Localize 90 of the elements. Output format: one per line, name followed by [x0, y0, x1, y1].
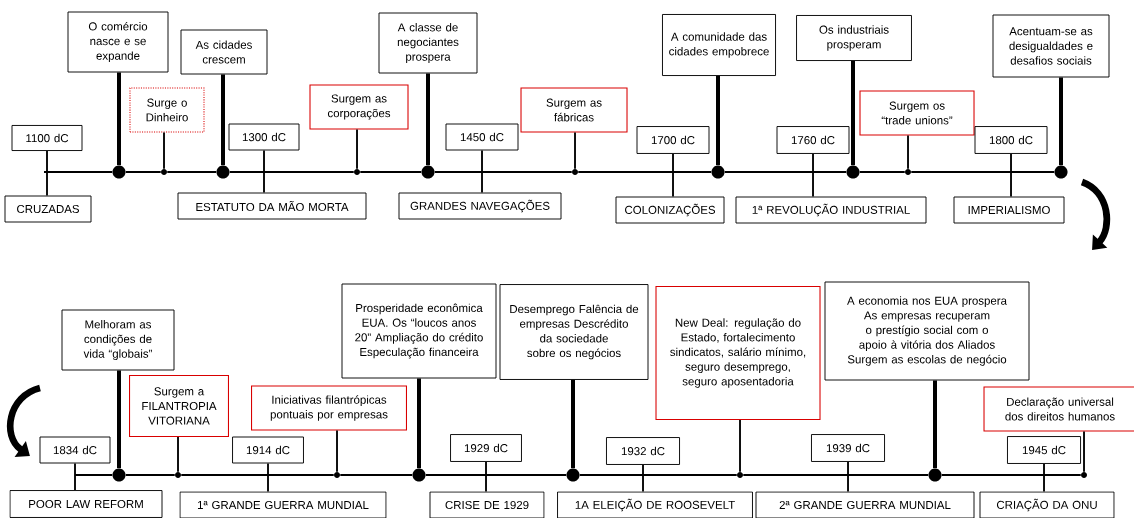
event-label-box: IMPERIALISMO	[953, 196, 1065, 224]
milestone-box: Desemprego Falência de empresas Descrédito da sociedade sobre os negócios	[499, 284, 649, 380]
connector-line	[933, 380, 937, 469]
timeline-line	[434, 170, 572, 174]
milestone-box: Acentuam-se as desigualdades e desafios sociais	[992, 14, 1110, 78]
highlight-box: Surgem a FILANTROPIA VITORIANA	[129, 374, 229, 438]
connector-line	[267, 462, 269, 493]
highlight-box: Iniciativas filantrópicas pontuais por empresas	[251, 385, 407, 431]
date-label-box: 1100 dC	[11, 125, 83, 151]
event-label-box: 1A ELEIÇÃO DE ROOSEVELT	[557, 491, 753, 518]
timeline-line	[44, 170, 113, 174]
event-label-box: 1ª REVOLUÇÃO INDUSTRIAL	[735, 196, 927, 224]
timeline-line	[360, 170, 422, 174]
timeline-line	[75, 473, 113, 477]
connector-line	[1083, 430, 1085, 473]
connector-line	[739, 419, 741, 473]
connector-line	[574, 131, 576, 170]
connector-line	[716, 76, 720, 166]
event-label-box: COLONIZAÇÕES	[615, 196, 725, 224]
highlight-box: Surgem os “trade unions”	[859, 90, 975, 136]
date-label-box: 1700 dC	[636, 126, 710, 154]
connector-line	[1059, 77, 1063, 166]
milestone-box: A comunidade das cidades empobrece	[662, 14, 776, 76]
date-label-box: 1300 dC	[228, 123, 300, 151]
timeline-line	[941, 473, 1081, 477]
connector-line	[481, 149, 483, 194]
date-label-box: 1760 dC	[776, 126, 850, 154]
connector-line	[426, 73, 430, 166]
connector-line	[812, 153, 814, 198]
highlight-box: Surge o Dinheiro	[129, 87, 205, 133]
connector-line	[263, 149, 265, 194]
connector-line	[571, 379, 575, 469]
timeline-line	[229, 170, 354, 174]
timeline-line	[724, 170, 847, 174]
timeline-line	[743, 473, 929, 477]
connector-line	[336, 429, 338, 473]
connector-line	[163, 131, 165, 170]
timeline-line	[125, 170, 161, 174]
connector-line	[907, 134, 909, 170]
connector-line	[847, 461, 849, 493]
connector-line	[46, 150, 48, 197]
event-label-box: ESTATUTO DA MÃO MORTA	[177, 192, 367, 220]
event-label-box: GRANDES NAVEGAÇÕES	[398, 192, 562, 220]
timeline-line	[578, 170, 712, 174]
timeline-line	[340, 473, 413, 477]
timeline-line	[181, 473, 334, 477]
timeline-line	[911, 170, 1055, 174]
event-label-box: 2ª GRANDE GUERRA MUNDIAL	[755, 491, 975, 518]
date-label-box: 1932 dC	[606, 437, 680, 465]
date-label-box: 1929 dC	[450, 434, 522, 462]
connector-line	[642, 464, 644, 493]
date-label-box: 1945 dC	[1007, 436, 1081, 464]
connector-line	[417, 378, 421, 469]
milestone-box: O comércio nasce e se expande	[67, 11, 169, 73]
connector-line	[356, 128, 358, 170]
date-label-box: 1939 dC	[811, 434, 885, 462]
connector-line	[177, 436, 179, 473]
event-label-box: CRUZADAS	[4, 195, 92, 223]
connector-line	[74, 462, 76, 491]
connector-line	[672, 153, 674, 198]
milestone-box: Melhoram as condições de vida “globais”	[61, 309, 175, 371]
date-label-box: 1800 dC	[974, 126, 1048, 154]
connector-line	[1043, 463, 1045, 493]
event-label-box: POOR LAW REFORM	[9, 490, 163, 518]
timeline-line	[579, 473, 737, 477]
milestone-box: A classe de negociantes prospera	[378, 12, 478, 74]
milestone-box: Os industriais prosperam	[796, 15, 912, 61]
milestone-box: A economia nos EUA prospera As empresas recuperam o prestígio social com o apoio à vitória dos Aliados Surgem as escolas de negócio	[824, 281, 1030, 381]
highlight-box: Surgem as fábricas	[520, 87, 628, 133]
highlight-box: New Deal: regulação do Estado, fortalecimento sindicatos, salário mínimo, seguro desemprego, seguro aposentadoria	[655, 285, 821, 421]
timeline-line	[125, 473, 175, 477]
date-label-box: 1914 dC	[232, 436, 304, 464]
highlight-box: Surgem as corporações	[309, 84, 409, 130]
event-label-box: 1ª GRANDE GUERRA MUNDIAL	[179, 491, 387, 518]
connector-line	[1010, 153, 1012, 198]
connector-line	[117, 370, 121, 469]
connector-line	[117, 72, 121, 166]
timeline-line	[167, 170, 217, 174]
event-label-box: CRISE DE 1929	[429, 491, 545, 518]
milestone-box: Prosperidade econômica EUA. Os “loucos anos 20” Ampliação do crédito Especulação financeira	[341, 283, 497, 379]
milestone-box: As cidades crescem	[180, 29, 268, 75]
highlight-box: Declaração universal dos direitos humanos	[983, 386, 1134, 432]
date-label-box: 1834 dC	[39, 436, 111, 464]
timeline-line	[425, 473, 567, 477]
date-label-box: 1450 dC	[445, 123, 519, 151]
connector-line	[221, 74, 225, 166]
event-label-box: CRIAÇÃO DA ONU	[979, 491, 1115, 518]
connector-line	[485, 461, 487, 493]
connector-line	[851, 61, 855, 166]
timeline-line	[859, 170, 905, 174]
